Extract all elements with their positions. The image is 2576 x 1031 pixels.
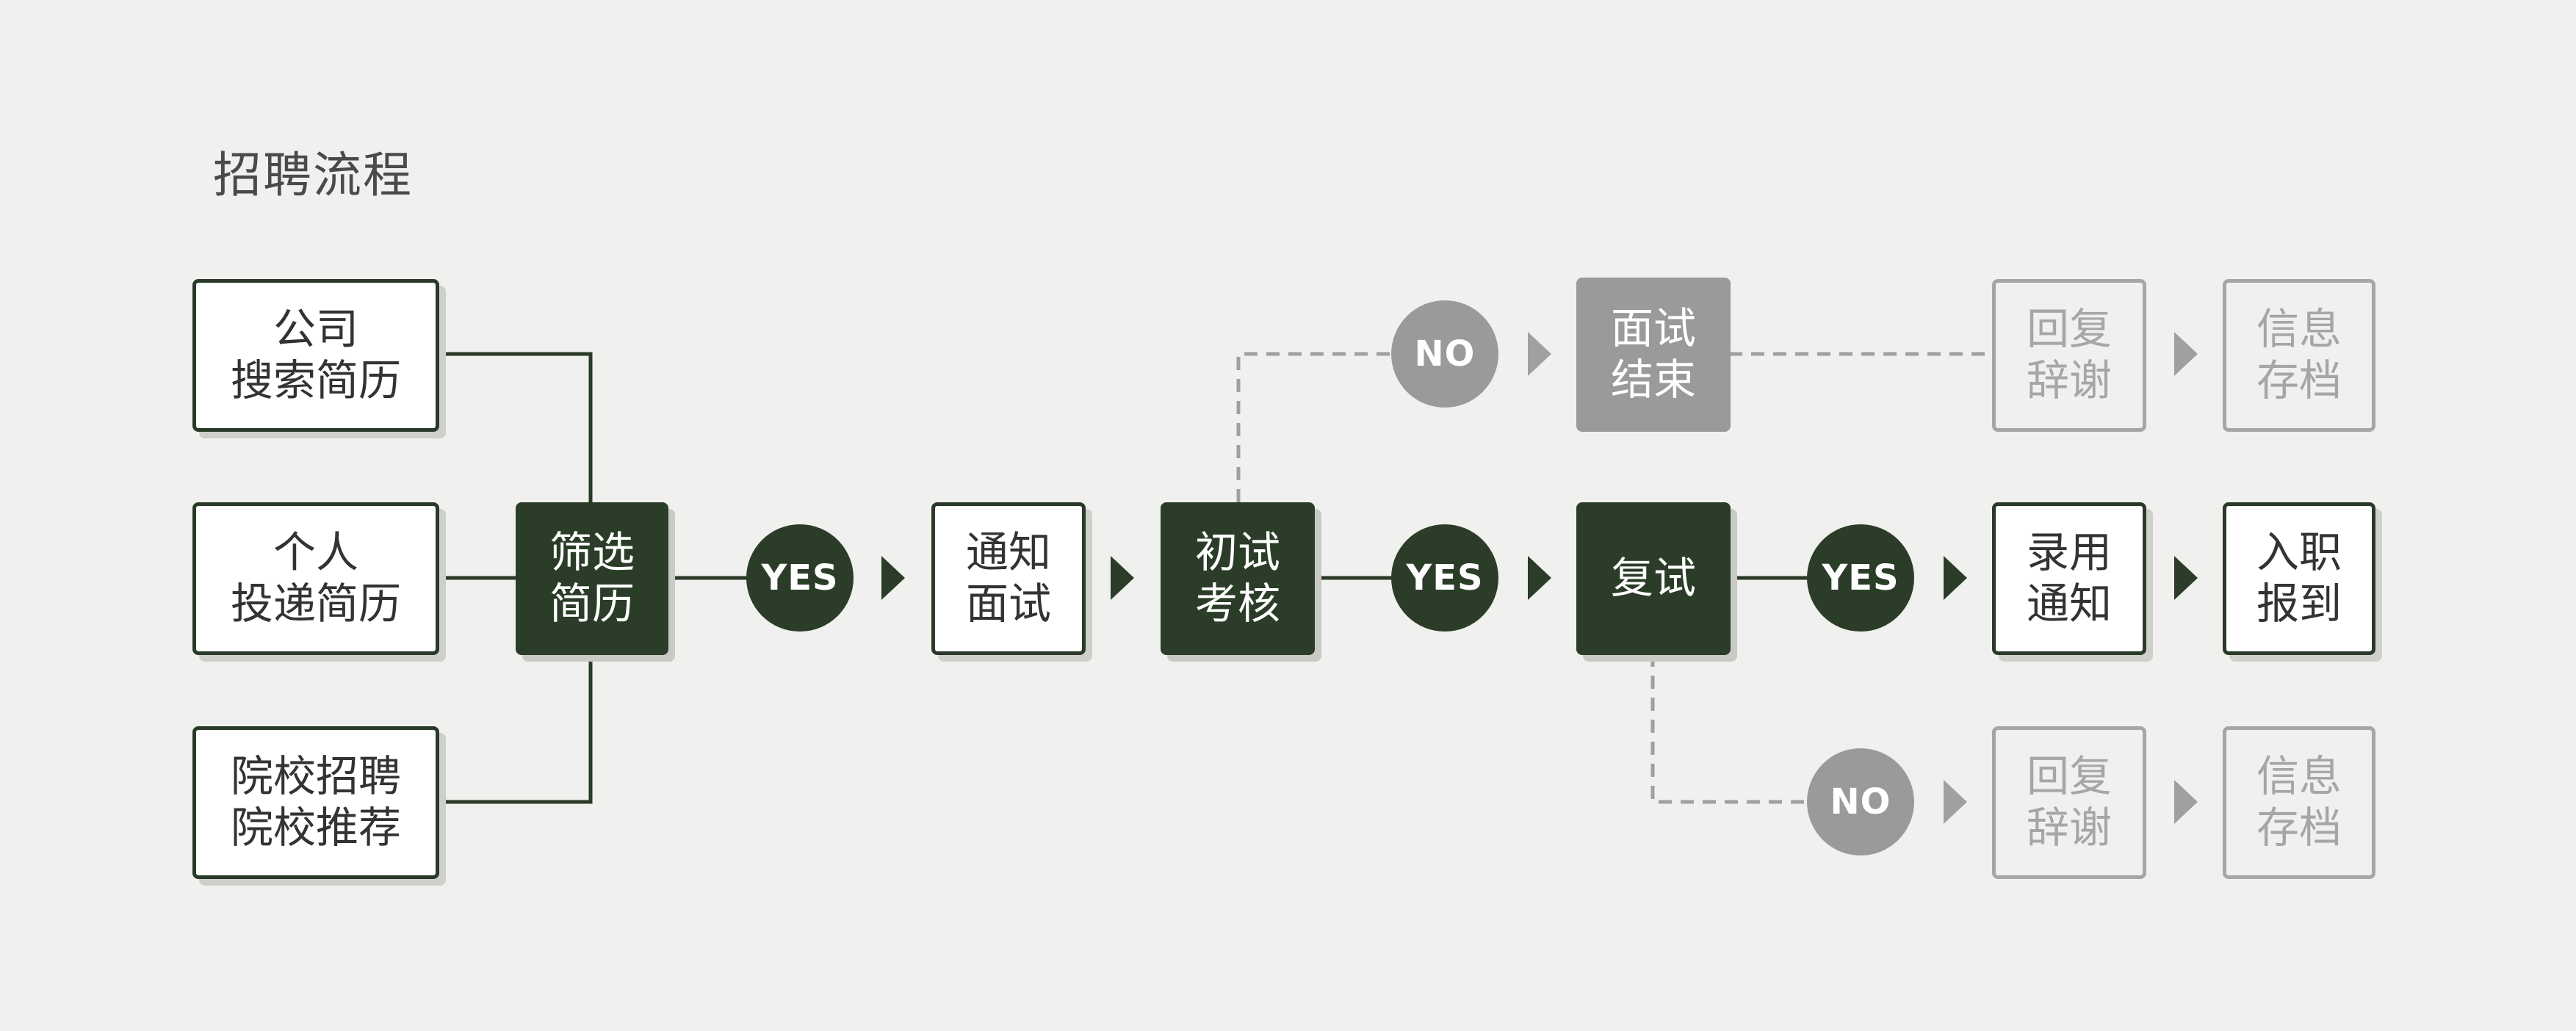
decision-yes-first: YES	[1391, 524, 1498, 632]
source-campus-recruit: 院校招聘 院校推荐	[192, 726, 439, 879]
arrow-to-interview-end	[1528, 332, 1551, 376]
step-notify-interview: 通知 面试	[931, 502, 1086, 655]
arrow-to-onboard	[2174, 556, 2198, 600]
connector-company-to-screen	[436, 352, 593, 502]
step-screen-resume: 筛选 简历	[516, 502, 668, 655]
arrow-to-first	[1111, 556, 1134, 600]
arrow-to-reject-lower	[1944, 780, 1967, 824]
step-reject-reply-upper: 回复 辞谢	[1992, 279, 2146, 432]
decision-yes-screen: YES	[746, 524, 854, 632]
page-title: 招聘流程	[213, 147, 413, 203]
step-archive-upper: 信息 存档	[2223, 279, 2375, 432]
connector-second-to-no	[1650, 654, 1808, 804]
step-first-interview: 初试 考核	[1161, 502, 1315, 655]
step-onboard: 入职 报到	[2223, 502, 2375, 655]
arrow-to-archive-lower	[2174, 780, 2198, 824]
step-interview-end: 面试 结束	[1576, 278, 1731, 432]
source-personal-submit: 个人 投递简历	[192, 502, 439, 655]
connector-campus-to-screen	[436, 654, 593, 804]
step-second-interview: 复试	[1576, 502, 1731, 655]
source-company-search: 公司 搜索简历	[192, 279, 439, 432]
step-archive-lower: 信息 存档	[2223, 726, 2375, 879]
step-reject-reply-lower: 回复 辞谢	[1992, 726, 2146, 879]
step-offer-notice: 录用 通知	[1992, 502, 2146, 655]
decision-yes-second: YES	[1807, 524, 1914, 632]
connector-first-to-no	[1236, 352, 1393, 502]
arrow-to-offer	[1944, 556, 1967, 600]
decision-no-second: NO	[1807, 748, 1914, 855]
arrow-to-notify	[881, 556, 905, 600]
arrow-to-second	[1528, 556, 1551, 600]
decision-no-first: NO	[1391, 300, 1498, 408]
arrow-to-archive-upper	[2174, 332, 2198, 376]
